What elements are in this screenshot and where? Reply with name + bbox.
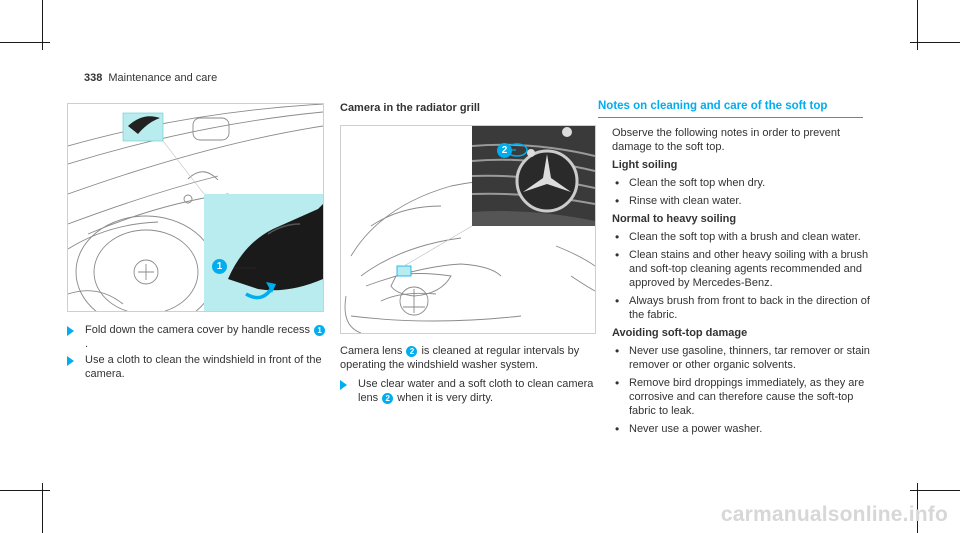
step-text: Use a cloth to clean the windshield in f… [85, 354, 322, 380]
soft-top-notes: Observe the following notes in order to … [612, 126, 870, 436]
intro-text: Observe the following notes in order to … [612, 127, 841, 153]
list-item: Never use gasoline, thinners, tar remove… [612, 344, 870, 372]
bullet-list: Never use gasoline, thinners, tar remove… [612, 344, 870, 436]
step-arrow-icon [67, 326, 74, 336]
step-text: Fold down the camera cover by handle rec… [85, 324, 314, 336]
list-item: Always brush from front to back in the d… [612, 294, 870, 322]
camera-grill-heading: Camera in the radiator grill [340, 102, 480, 114]
list-item: Clean the soft top with a brush and clea… [612, 230, 870, 244]
step-arrow-icon [67, 356, 74, 366]
crop-mark [0, 490, 50, 491]
windshield-camera-illustration: 1 [67, 103, 324, 312]
bullet-list: Clean the soft top with a brush and clea… [612, 230, 870, 322]
subheading-light-soiling: Light soiling [612, 159, 678, 171]
list-item: Rinse with clean water. [612, 194, 870, 208]
crop-mark [917, 483, 918, 533]
crop-mark [0, 42, 50, 43]
step-text-end: when it is very dirty. [394, 392, 494, 404]
page-header: 338 Maintenance and care [84, 72, 217, 84]
section-name: Maintenance and care [108, 72, 218, 84]
subheading-avoiding-damage: Avoiding soft-top damage [612, 327, 748, 339]
camera-lens-description: Camera lens 2 is cleaned at regular inte… [340, 344, 602, 372]
radiator-grill-camera-illustration: 2 [340, 125, 596, 334]
list-item: Never use a power washer. [612, 422, 870, 436]
callout-2: 2 [497, 143, 512, 158]
crop-mark [910, 490, 960, 491]
instruction-step: Use a cloth to clean the windshield in f… [67, 353, 329, 381]
crop-mark [910, 42, 960, 43]
crop-mark [42, 483, 43, 533]
windshield-camera-drawing [68, 104, 323, 311]
step-text-end: . [85, 338, 89, 350]
car-front-drawing [344, 126, 595, 333]
instruction-step: Use clear water and a soft cloth to clea… [340, 377, 598, 405]
callout-1: 1 [212, 259, 227, 274]
description-text-end: is cleaned at regular intervals by opera… [340, 345, 580, 371]
bullet-list: Clean the soft top when dry. Rinse with … [612, 176, 870, 208]
callout-2: 2 [382, 392, 394, 404]
list-item: Remove bird droppings immediately, as th… [612, 376, 870, 418]
callout-2: 2 [406, 345, 418, 357]
step-arrow-icon [340, 380, 347, 390]
soft-top-section-title: Notes on cleaning and care of the soft t… [598, 100, 828, 112]
instruction-step: Fold down the camera cover by handle rec… [67, 323, 329, 351]
list-item: Clean stains and other heavy soiling wit… [612, 248, 870, 290]
watermark: carmanualsonline.info [720, 503, 948, 526]
step-text: Use clear water and a soft cloth to clea… [358, 378, 594, 404]
crop-mark [917, 0, 918, 50]
crop-mark [42, 0, 43, 50]
subheading-normal-heavy-soiling: Normal to heavy soiling [612, 213, 737, 225]
callout-1: 1 [314, 324, 326, 336]
page-number: 338 [84, 72, 103, 84]
description-text: Camera lens [340, 345, 406, 357]
list-item: Clean the soft top when dry. [612, 176, 870, 190]
section-divider [598, 117, 863, 118]
